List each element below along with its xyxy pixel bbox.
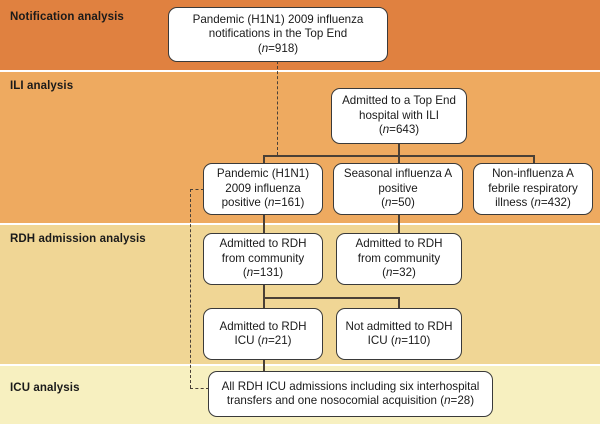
node-seasonal-positive-line2: positive bbox=[378, 181, 418, 195]
connector-rdh131-down bbox=[263, 285, 265, 298]
node-rdh-community-32: Admitted to RDH from community (n=32) bbox=[336, 233, 462, 285]
node-pandemic-positive-line1: Pandemic (H1N1) bbox=[216, 167, 310, 181]
connector-icu21-to-all28 bbox=[263, 360, 265, 372]
node-notifications: Pandemic (H1N1) 2009 influenza notificat… bbox=[168, 7, 388, 62]
node-rdh-community-131-line2: from community bbox=[221, 251, 305, 265]
node-notifications-line3: (n=918) bbox=[257, 41, 299, 55]
node-rdh-icu-21: Admitted to RDH ICU (n=21) bbox=[203, 308, 323, 360]
node-rdh-community-131-line3: (n=131) bbox=[242, 266, 284, 280]
connector-drop-noninfluenza bbox=[533, 155, 535, 164]
connector-dashed-elbow-top bbox=[190, 189, 204, 190]
node-admitted-ili: Admitted to a Top End hospital with ILI … bbox=[331, 88, 467, 144]
connector-dashed-elbow-bottom bbox=[190, 388, 209, 389]
node-pandemic-positive-line3: positive (n=161) bbox=[221, 196, 305, 210]
connector-rdh-icu-split-bar bbox=[263, 297, 399, 299]
connector-dashed-notifications-down bbox=[277, 61, 278, 155]
node-seasonal-positive: Seasonal influenza A positive (n=50) bbox=[333, 163, 463, 215]
node-notifications-line2: notifications in the Top End bbox=[208, 27, 348, 41]
connector-drop-icu-yes bbox=[263, 297, 265, 308]
band-label-icu: ICU analysis bbox=[10, 382, 80, 394]
connector-drop-icu-no bbox=[398, 297, 400, 308]
node-not-rdh-icu-110-line2: ICU (n=110) bbox=[367, 334, 431, 347]
node-rdh-community-32-line3: (n=32) bbox=[382, 266, 416, 280]
node-rdh-community-32-line1: Admitted to RDH bbox=[355, 237, 443, 251]
node-rdh-community-131-line1: Admitted to RDH bbox=[219, 237, 307, 251]
node-not-rdh-icu-110-line1: Not admitted to RDH bbox=[345, 319, 453, 333]
connector-seasonal-to-rdh32 bbox=[398, 215, 400, 233]
node-non-influenza-line2: febrile respiratory bbox=[488, 181, 578, 195]
node-rdh-icu-21-line2: ICU (n=21) bbox=[234, 334, 292, 347]
connector-drop-pandemic bbox=[263, 155, 265, 164]
node-pandemic-positive-line2: 2009 influenza bbox=[225, 181, 301, 195]
node-seasonal-positive-line1: Seasonal influenza A bbox=[343, 167, 453, 181]
node-admitted-ili-line3: (n=643) bbox=[378, 123, 420, 137]
node-all-rdh-icu-28-line1: All RDH ICU admissions including six int… bbox=[221, 379, 480, 393]
node-rdh-community-131: Admitted to RDH from community (n=131) bbox=[203, 233, 323, 285]
node-admitted-ili-line2: hospital with ILI bbox=[359, 108, 439, 122]
connector-drop-seasonal bbox=[398, 155, 400, 164]
node-seasonal-positive-line3: (n=50) bbox=[381, 196, 415, 210]
connector-dashed-spine bbox=[190, 189, 191, 388]
node-non-influenza-line1: Non-influenza A bbox=[492, 167, 574, 181]
node-admitted-ili-line1: Admitted to a Top End bbox=[342, 94, 456, 108]
node-rdh-community-32-line2: from community bbox=[357, 251, 441, 265]
node-non-influenza: Non-influenza A febrile respiratory illn… bbox=[473, 163, 593, 215]
node-pandemic-positive: Pandemic (H1N1) 2009 influenza positive … bbox=[203, 163, 323, 215]
node-all-rdh-icu-28: All RDH ICU admissions including six int… bbox=[208, 371, 493, 417]
node-non-influenza-line3: illness (n=432) bbox=[495, 196, 571, 210]
band-label-ili: ILI analysis bbox=[10, 80, 74, 92]
node-not-rdh-icu-110: Not admitted to RDH ICU (n=110) bbox=[336, 308, 462, 360]
node-all-rdh-icu-28-line2: transfers and one nosocomial acquisition… bbox=[226, 394, 475, 407]
connector-ili-down bbox=[398, 143, 400, 156]
node-rdh-icu-21-line1: Admitted to RDH bbox=[219, 319, 307, 333]
connector-pandemic-to-rdh131 bbox=[263, 215, 265, 233]
band-label-notification: Notification analysis bbox=[10, 11, 124, 23]
node-notifications-line1: Pandemic (H1N1) 2009 influenza bbox=[192, 12, 364, 26]
band-label-rdh: RDH admission analysis bbox=[10, 233, 146, 245]
